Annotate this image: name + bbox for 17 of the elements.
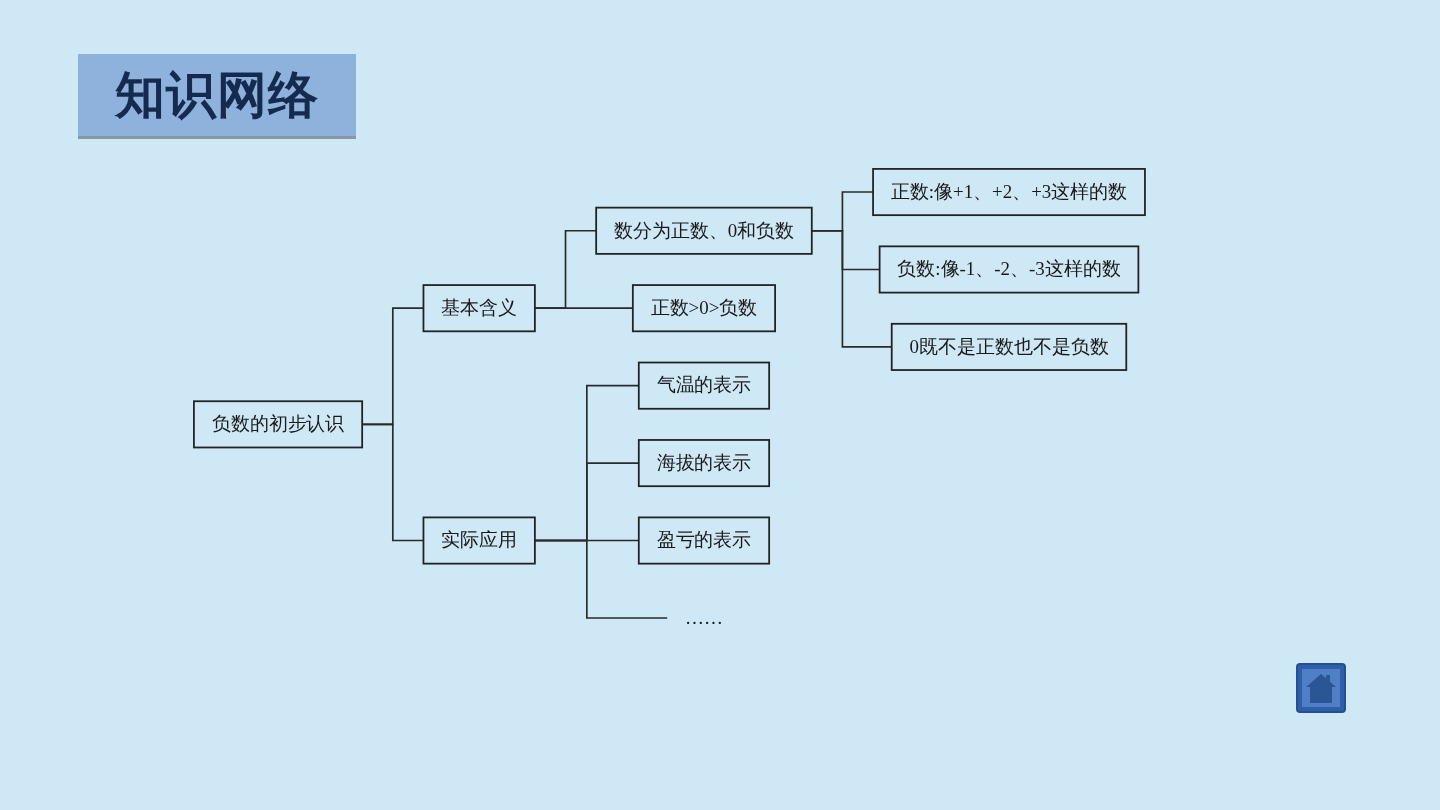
node-box: 正数>0>负数 — [631, 284, 776, 333]
node-box: 正数:像+1、+2、+3这样的数 — [872, 168, 1146, 217]
node-box: 气温的表示 — [637, 361, 771, 410]
node-box: 负数:像-1、-2、-3这样的数 — [878, 245, 1140, 294]
connector — [534, 307, 634, 310]
connector — [810, 229, 893, 348]
node-box: 盈亏的表示 — [637, 516, 771, 565]
node-box: 数分为正数、0和负数 — [595, 206, 813, 255]
connector — [534, 539, 669, 619]
connector — [361, 423, 425, 542]
node-text: …… — [685, 607, 723, 629]
node-box: 0既不是正数也不是负数 — [890, 322, 1128, 371]
node-box: 基本含义 — [422, 284, 536, 333]
node-box: 海拔的表示 — [637, 439, 771, 488]
node-box: 负数的初步认识 — [193, 400, 364, 449]
node-box: 实际应用 — [422, 516, 536, 565]
slide-title: 知识网络 — [78, 54, 356, 139]
